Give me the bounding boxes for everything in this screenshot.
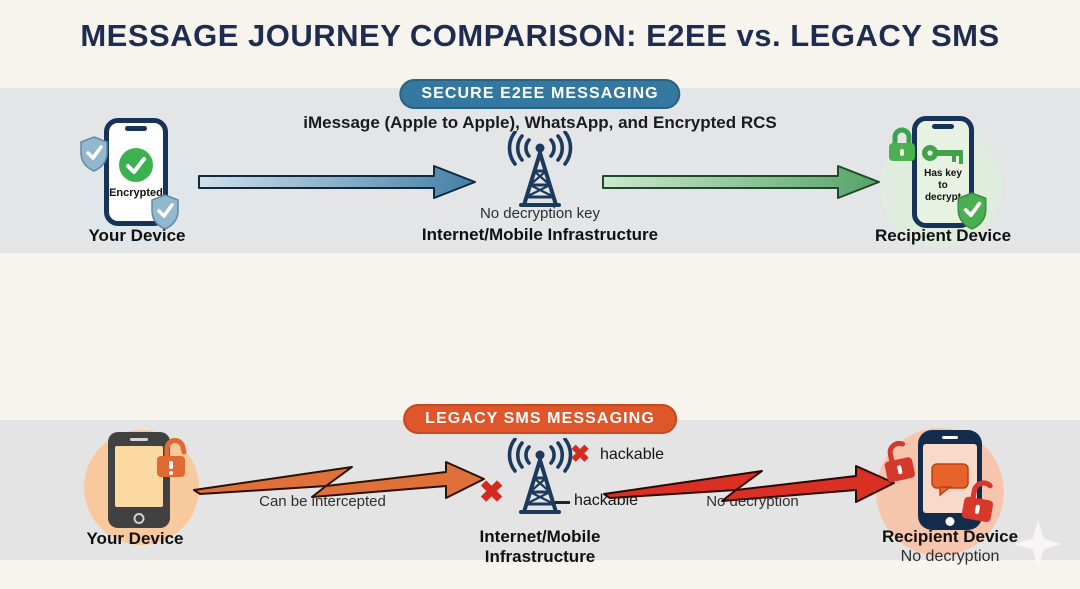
phone-screen (115, 446, 163, 507)
message-bubble-icon (931, 462, 969, 496)
encrypted-arrow-right-icon (196, 162, 480, 202)
intercepted-lightning-arrow-icon (192, 456, 487, 504)
page-title: MESSAGE JOURNEY COMPARISON: E2EE vs. LEG… (80, 18, 1000, 53)
lock-closed-icon (886, 126, 918, 164)
recipient-screen-text: Has key to decrypt (924, 168, 962, 203)
legacy-sender-phone (108, 432, 170, 528)
infrastructure-label: Internet/Mobile Infrastructure (421, 225, 659, 244)
key-icon (921, 143, 965, 167)
cell-tower-icon (495, 438, 585, 516)
intercepted-label: Can be intercepted (259, 493, 386, 510)
legacy-recipient-label: Recipient Device (881, 527, 1019, 546)
shield-check-icon (150, 194, 180, 230)
shield-check-icon (79, 136, 109, 172)
sparkle-decoration-icon (1014, 520, 1062, 568)
legacy-infrastructure-label-line2: Infrastructure (484, 547, 596, 566)
cell-tower-icon (495, 131, 585, 209)
legacy-infrastructure-label-line1: Internet/Mobile (479, 527, 601, 546)
lock-open-warning-icon (154, 435, 192, 479)
phone-notch (125, 126, 147, 131)
phone-home-button (945, 517, 955, 526)
hackable-x-icon: ✖ (570, 441, 591, 468)
lock-broken-icon (876, 434, 925, 487)
recipient-device-label: Recipient Device (874, 226, 1012, 245)
phone-home-button (133, 513, 145, 524)
lock-broken-icon (956, 474, 1006, 529)
sender-device-label: Your Device (88, 226, 186, 245)
hackable-x-icon: ✖ (479, 476, 505, 509)
legacy-badge: LEGACY SMS MESSAGING (403, 404, 677, 434)
phone-speaker (130, 438, 148, 441)
phone-notch (932, 124, 954, 129)
shield-check-icon (956, 192, 988, 230)
dash-connector (555, 501, 570, 504)
infrastructure-note: No decryption key (479, 205, 601, 222)
phone-speaker (942, 436, 958, 439)
legacy-sender-label: Your Device (86, 529, 184, 548)
sender-screen-text: Encrypted (109, 187, 163, 199)
hackable-top-label: hackable (600, 446, 665, 463)
secure-subtitle: iMessage (Apple to Apple), WhatsApp, and… (303, 113, 777, 132)
legacy-recipient-note: No decryption (900, 548, 1000, 565)
no-decryption-lightning-arrow-icon (602, 460, 897, 508)
decrypted-arrow-right-icon (600, 162, 884, 202)
secure-badge: SECURE E2EE MESSAGING (399, 79, 681, 109)
encrypted-check-icon (119, 148, 153, 182)
